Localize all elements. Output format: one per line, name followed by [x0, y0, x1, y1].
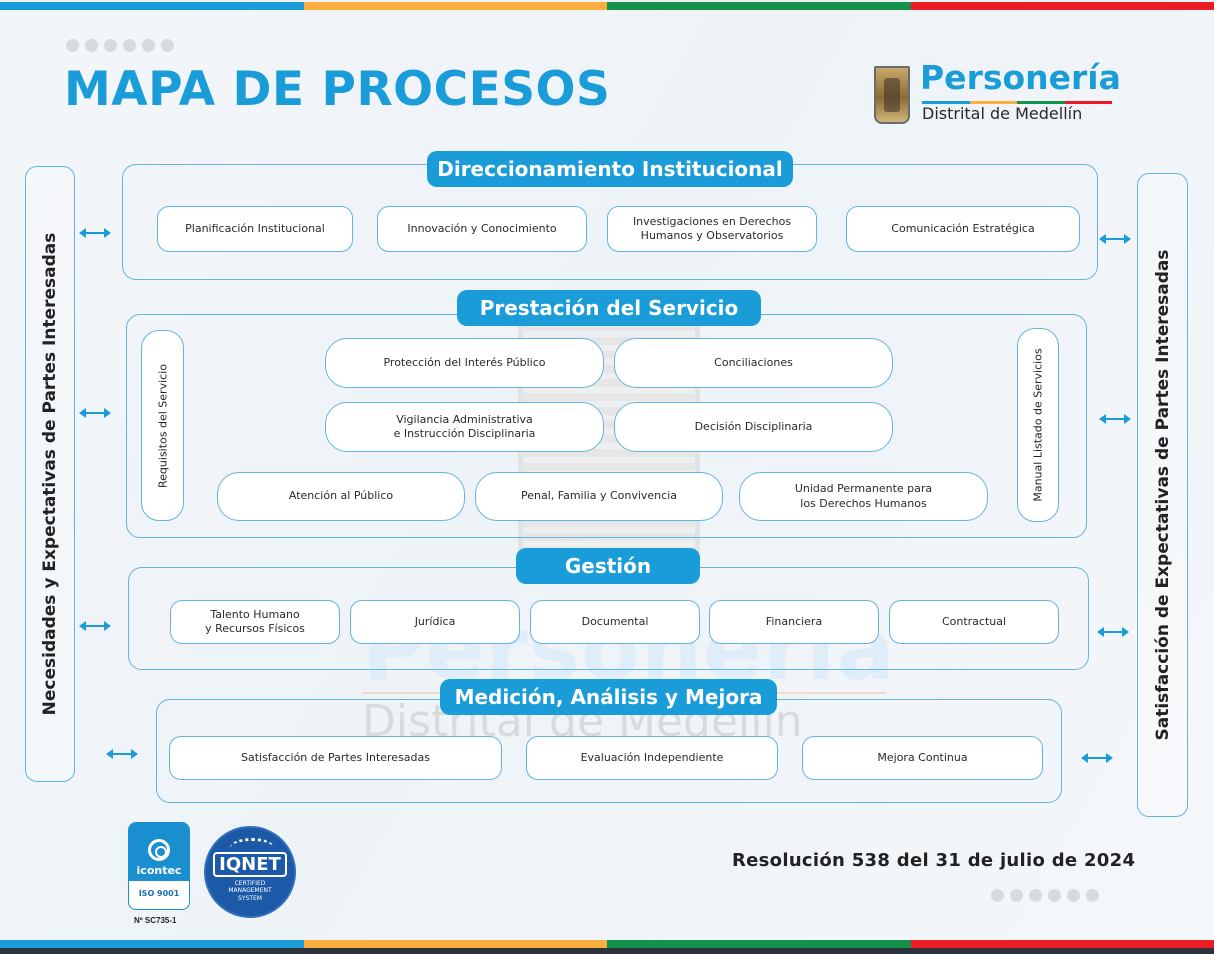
section-title-prestacion: Prestación del Servicio [457, 290, 761, 326]
section-title-gestion: Gestión [516, 548, 700, 584]
bottom-dark-bar [0, 948, 1214, 954]
double-arrow-icon [79, 228, 111, 238]
logo-color-bar [922, 101, 1112, 104]
logo-name: Personería [920, 58, 1121, 97]
icontec-ring-icon [148, 839, 170, 861]
right-column-label: Satisfacción de Expectativas de Partes I… [1152, 249, 1173, 741]
double-arrow-icon [1099, 414, 1131, 424]
process-box[interactable]: Evaluación Independiente [526, 736, 778, 780]
iqnet-caption: CERTIFIED MANAGEMENT SYSTEM [228, 879, 272, 902]
certificate-number: Nº SC735-1 [134, 916, 177, 925]
left-column-needs: Necesidades y Expectativas de Partes Int… [25, 166, 75, 782]
process-box[interactable]: Documental [530, 600, 700, 644]
left-column-label: Necesidades y Expectativas de Partes Int… [40, 232, 60, 716]
iso-standard: ISO 9001 [138, 889, 180, 898]
process-box[interactable]: Protección del Interés Público [325, 338, 604, 388]
iqnet-certification-badge: IQNET CERTIFIED MANAGEMENT SYSTEM [204, 826, 296, 918]
icontec-certification-badge: icontec ISO 9001 [128, 822, 190, 910]
process-box[interactable]: Innovación y Conocimiento [377, 206, 587, 252]
process-box[interactable]: Penal, Familia y Convivencia [475, 472, 723, 521]
process-box[interactable]: Decisión Disciplinaria [614, 402, 893, 452]
process-box[interactable]: Jurídica [350, 600, 520, 644]
decorative-dots-bottom [991, 889, 1099, 902]
process-box[interactable]: Mejora Continua [802, 736, 1043, 780]
coat-of-arms-icon [874, 66, 910, 124]
double-arrow-icon [1081, 753, 1113, 763]
right-column-satisfaction: Satisfacción de Expectativas de Partes I… [1137, 173, 1188, 817]
process-box[interactable]: Investigaciones en Derechos Humanos y Ob… [607, 206, 817, 252]
decorative-dots-top [66, 39, 174, 52]
bottom-color-stripe [0, 940, 1214, 948]
process-box[interactable]: Satisfacción de Partes Interesadas [169, 736, 502, 780]
section-title-direccionamiento: Direccionamiento Institucional [427, 151, 793, 187]
process-box[interactable]: Financiera [709, 600, 879, 644]
iqnet-dots-icon [230, 838, 274, 858]
double-arrow-icon [79, 621, 111, 631]
double-arrow-icon [1099, 234, 1131, 244]
process-box[interactable]: Contractual [889, 600, 1059, 644]
requisitos-servicio-box[interactable]: Requisitos del Servicio [141, 330, 184, 521]
manual-servicios-box[interactable]: Manual Listado de Servicios [1017, 328, 1059, 522]
page-title: MAPA DE PROCESOS [64, 62, 611, 117]
double-arrow-icon [79, 408, 111, 418]
icontec-brand: icontec [136, 864, 182, 877]
process-box[interactable]: Talento Humano y Recursos Físicos [170, 600, 340, 644]
process-box[interactable]: Atención al Público [217, 472, 465, 521]
process-box[interactable]: Conciliaciones [614, 338, 893, 388]
process-box[interactable]: Planificación Institucional [157, 206, 353, 252]
personeria-logo: Personería Distrital de Medellín [874, 58, 1121, 128]
process-box[interactable]: Comunicación Estratégica [846, 206, 1080, 252]
logo-subtitle: Distrital de Medellín [922, 104, 1083, 123]
double-arrow-icon [106, 749, 138, 759]
section-title-medicion: Medición, Análisis y Mejora [440, 679, 777, 715]
process-box[interactable]: Vigilancia Administrativa e Instrucción … [325, 402, 604, 452]
manual-label: Manual Listado de Servicios [1031, 348, 1045, 502]
requisitos-label: Requisitos del Servicio [156, 363, 169, 488]
resolution-text: Resolución 538 del 31 de julio de 2024 [732, 850, 1136, 871]
double-arrow-icon [1097, 627, 1129, 637]
top-color-stripe [0, 2, 1214, 10]
process-box[interactable]: Unidad Permanente para los Derechos Huma… [739, 472, 988, 521]
